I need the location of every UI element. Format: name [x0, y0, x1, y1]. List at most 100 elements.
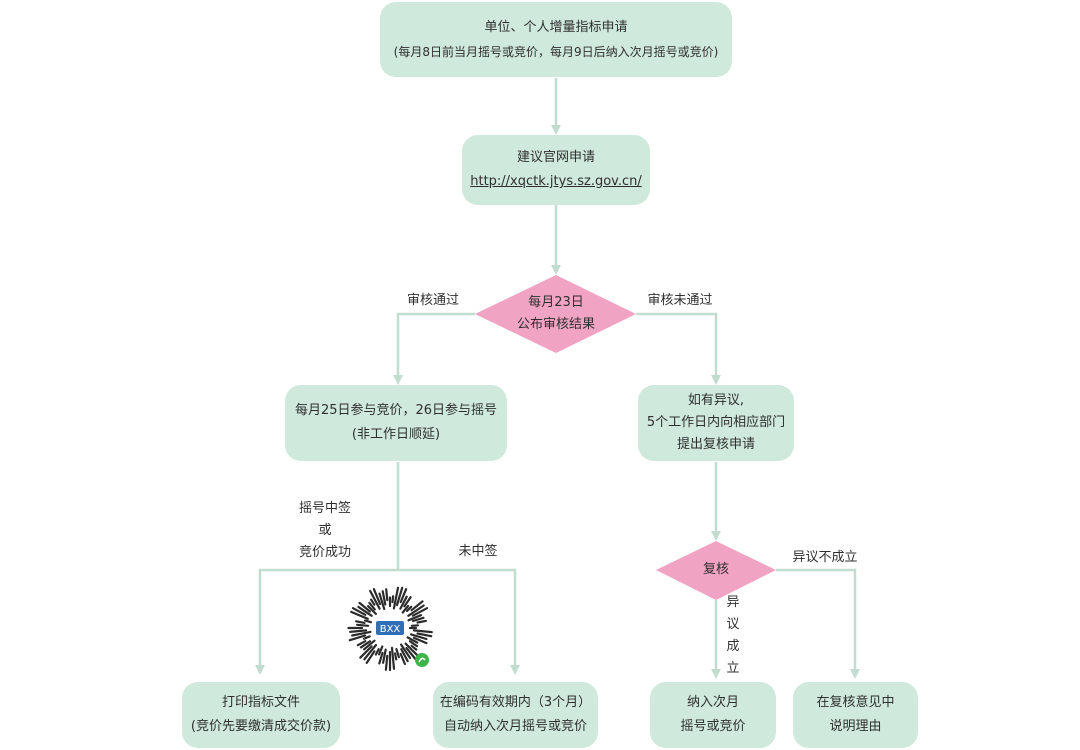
recheck-label: 复核 — [676, 558, 756, 582]
qr-ray — [401, 604, 410, 614]
qr-ray — [395, 586, 404, 607]
apply-box: 单位、个人增量指标申请 (每月8日前当月摇号或竞价，每月9日后纳入次月摇号或竞价… — [380, 2, 732, 77]
explain-line-2: 说明理由 — [829, 719, 882, 734]
qr-ray — [405, 605, 413, 613]
qr-ray — [351, 607, 367, 616]
qr-ray — [359, 640, 372, 649]
qr-ray — [381, 648, 387, 664]
auto-next-line-1: 在编码有效期内（3个月） — [439, 695, 592, 710]
qr-ray — [363, 639, 376, 651]
edge-label-objection-ok: 异 议 成 立 — [722, 592, 744, 680]
edge-label-passed: 审核通过 — [406, 293, 459, 308]
online-title: 建议官网申请 — [516, 150, 595, 165]
qr-ray — [410, 624, 420, 627]
arrow-review-not-passed — [636, 312, 721, 385]
apply-note: (每月8日前当月摇号或竞价，每月9日后纳入次月摇号或竞价) — [393, 44, 719, 59]
qr-ray — [374, 648, 380, 656]
online-box: 建议官网申请 http://xqctk.jtys.sz.gov.cn/ — [462, 135, 650, 205]
qr-ray — [407, 604, 425, 617]
next-month-line-2: 摇号或竞价 — [680, 719, 746, 734]
objection-ok-char-4: 立 — [726, 661, 740, 676]
qr-ray — [403, 596, 412, 608]
qr-ray — [368, 601, 376, 611]
qr-ray — [370, 598, 376, 606]
arrow-review-passed — [393, 312, 475, 385]
qr-code-image: BXX — [347, 586, 433, 672]
qr-ray — [399, 643, 412, 660]
qr-ray — [355, 620, 366, 625]
qr-ray — [381, 590, 387, 606]
qr-ray — [405, 646, 418, 662]
mini-program-icon — [415, 653, 429, 667]
qr-ray — [412, 629, 433, 634]
qr-ray — [411, 607, 429, 617]
qr-ray — [416, 632, 433, 638]
objection-box: 如有异议, 5个工作日内向相应部门 提出复核申请 — [638, 385, 794, 461]
win-line-2: 或 — [318, 523, 332, 538]
qr-ray — [411, 616, 425, 623]
edge-label-win: 摇号中签 或 竞价成功 — [285, 498, 365, 564]
print-box: 打印指标文件 (竞价先要缴清成交价款) — [182, 682, 340, 748]
qr-ray — [412, 636, 428, 645]
qr-ray — [410, 644, 418, 651]
qr-ray — [384, 654, 389, 671]
qr-ray — [351, 630, 372, 637]
win-line-3: 竞价成功 — [298, 545, 351, 560]
diamond-review — [475, 275, 636, 353]
qr-ray — [350, 610, 369, 620]
qr-ray — [358, 601, 371, 613]
explain-line-1: 在复核意见中 — [816, 695, 895, 710]
objection-line-1: 如有异议, — [687, 393, 745, 408]
qr-ray — [378, 592, 386, 610]
qr-ray — [377, 645, 384, 656]
qr-ray — [372, 588, 382, 606]
arrow-to-print — [255, 568, 398, 675]
arrow-recheck-to-explain — [776, 568, 860, 679]
qr-ray — [348, 634, 367, 642]
qr-ray — [407, 614, 423, 622]
lottery-box: 每月25日参与竞价，26日参与摇号 (非工作日顺延) — [285, 385, 507, 461]
apply-title: 单位、个人增量指标申请 — [484, 19, 628, 35]
recheck-text: 复核 — [702, 562, 729, 577]
objection-line-2: 5个工作日内向相应部门 — [646, 415, 786, 430]
qr-ray — [356, 640, 367, 647]
objection-ok-char-2: 议 — [726, 617, 740, 632]
qr-ray — [390, 646, 396, 670]
qr-ray — [349, 629, 368, 634]
explain-box: 在复核意见中 说明理由 — [793, 682, 918, 748]
lottery-note: (非工作日顺延) — [351, 427, 441, 442]
qr-ray — [369, 589, 381, 610]
objection-line-3: 提出复核申请 — [676, 437, 755, 452]
qr-ray — [363, 643, 378, 661]
qr-ray — [378, 651, 384, 665]
qr-ray — [367, 605, 377, 615]
review-date: 每月23日 — [528, 295, 584, 310]
objection-ok-char-1: 异 — [726, 595, 740, 610]
edge-label-not-passed: 审核未通过 — [647, 293, 713, 308]
print-note: (竞价先要缴清成交价款) — [190, 719, 332, 734]
arrow-to-auto-next — [398, 568, 520, 675]
qr-ray — [408, 640, 419, 648]
auto-next-box: 在编码有效期内（3个月） 自动纳入次月摇号或竞价 — [433, 682, 598, 748]
qr-ray — [400, 648, 409, 663]
qr-ray — [391, 595, 395, 604]
official-site-link[interactable]: http://xqctk.jtys.sz.gov.cn/ — [470, 174, 642, 189]
qr-ray — [365, 650, 376, 665]
edge-label-objection-fail: 异议不成立 — [792, 550, 858, 565]
lottery-schedule: 每月25日参与竞价，26日参与摇号 — [294, 403, 498, 418]
qr-ray — [385, 588, 389, 602]
win-line-1: 摇号中签 — [298, 501, 351, 516]
qr-ray — [399, 595, 408, 610]
diamond-recheck — [656, 541, 776, 600]
auto-next-line-2: 自动纳入次月摇号或竞价 — [443, 719, 587, 734]
review-label: 每月23日 公布审核结果 — [490, 290, 622, 338]
qr-ray — [416, 619, 427, 624]
edge-label-not-win: 未中签 — [458, 544, 498, 559]
qr-ray — [393, 652, 398, 661]
qr-ray — [399, 652, 407, 666]
print-title: 打印指标文件 — [221, 695, 300, 710]
next-month-line-1: 纳入次月 — [686, 695, 739, 710]
qr-ray — [359, 645, 373, 659]
qr-center-text: BXX — [380, 624, 401, 635]
